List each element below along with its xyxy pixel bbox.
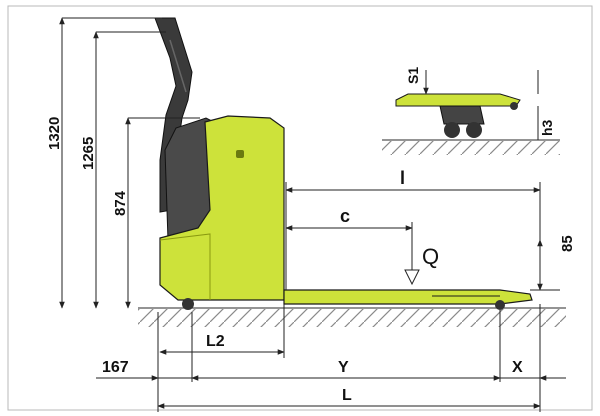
fork	[283, 289, 533, 305]
dim-label-fork-height: 85	[559, 235, 576, 252]
ground-main	[138, 307, 566, 327]
body-mark	[236, 150, 244, 158]
inset-fork	[395, 93, 521, 107]
dim-label-front-overhang: 167	[102, 359, 129, 376]
dim-label-load-center: c	[340, 206, 350, 226]
dim-label-handle-height: 1265	[80, 137, 97, 170]
inset-fork-drawing	[395, 93, 521, 138]
dim-label-lift-stroke: S1	[405, 67, 421, 84]
dim-label-lowered-height: h3	[539, 119, 555, 136]
load-wheel	[495, 300, 505, 310]
truck-drawing	[154, 17, 533, 310]
ground-inset	[382, 139, 560, 155]
load-arrow	[404, 240, 420, 286]
dim-label-fork-length: l	[400, 168, 405, 188]
drive-wheel	[182, 298, 194, 310]
dim-label-overall-height: 1320	[46, 117, 63, 150]
dim-label-load: Q	[422, 244, 439, 269]
dim-label-x: X	[512, 359, 523, 376]
frame-border	[7, 5, 593, 411]
truck-body	[159, 115, 285, 301]
dim-label-y: Y	[338, 359, 349, 376]
dim-label-overall-length: L	[342, 387, 352, 404]
dim-label-body-height: 874	[112, 190, 129, 216]
dim-label-l2: L2	[206, 333, 225, 350]
